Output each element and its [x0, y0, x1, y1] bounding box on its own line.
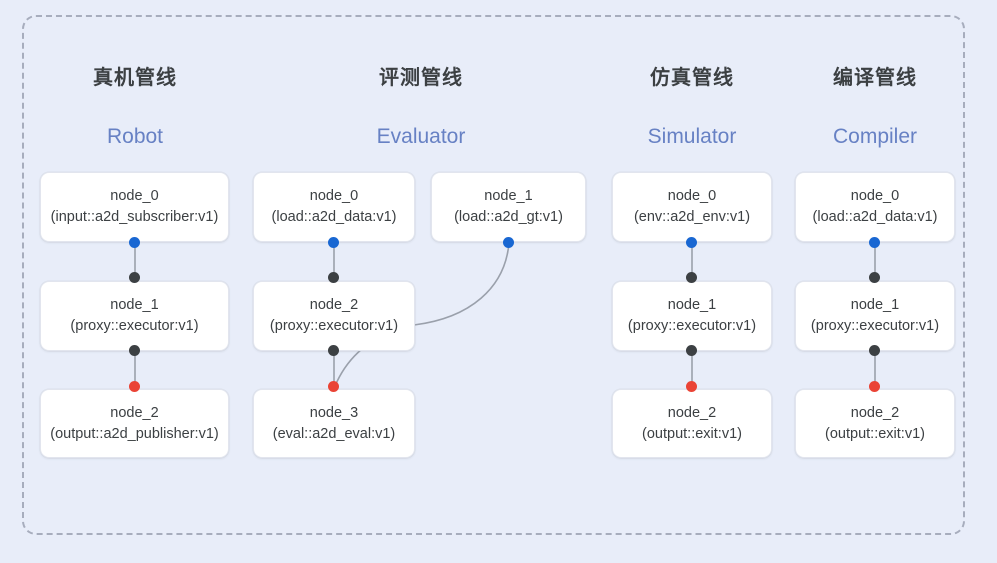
node-name: node_1: [850, 297, 900, 313]
port-output-robot-n1[interactable]: [129, 345, 140, 356]
column-title-cn-simulator: 仿真管线: [650, 67, 734, 89]
port-output-sim-n0[interactable]: [686, 237, 697, 248]
node-sim-n0[interactable]: node_0 (env::a2d_env:v1): [612, 172, 772, 242]
port-output-eval-n2[interactable]: [328, 345, 339, 356]
node-spec: (output::a2d_publisher:v1): [50, 425, 219, 442]
node-name: node_2: [850, 404, 900, 421]
port-input-robot-n2[interactable]: [129, 381, 140, 392]
node-spec: (proxy::executor:v1): [810, 318, 940, 334]
node-spec: (proxy::executor:v1): [269, 318, 399, 334]
column-title-en-robot: Robot: [106, 125, 164, 148]
node-robot-n0[interactable]: node_0 (input::a2d_subscriber:v1): [40, 172, 229, 242]
node-name: node_3: [309, 404, 359, 421]
column-title-en-simulator: Simulator: [647, 125, 737, 148]
column-title-en-compiler: Compiler: [832, 125, 918, 148]
node-name: node_1: [484, 188, 533, 204]
node-eval-n1[interactable]: node_1 (load::a2d_gt:v1): [431, 172, 586, 242]
node-robot-n2[interactable]: node_2 (output::a2d_publisher:v1): [40, 389, 229, 458]
node-spec: (load::a2d_data:v1): [812, 209, 938, 225]
node-spec: (output::exit:v1): [825, 425, 925, 442]
node-spec: (output::exit:v1): [642, 425, 742, 442]
port-output-robot-n0[interactable]: [129, 237, 140, 248]
port-output-sim-n1[interactable]: [686, 345, 697, 356]
node-spec: (proxy::executor:v1): [627, 318, 757, 334]
column-title-cn-evaluator: 评测管线: [379, 67, 463, 89]
node-spec: (env::a2d_env:v1): [633, 209, 751, 225]
port-input-robot-n1[interactable]: [129, 272, 140, 283]
node-spec: (input::a2d_subscriber:v1): [50, 209, 219, 225]
port-input-eval-n3[interactable]: [328, 381, 339, 392]
node-comp-n2[interactable]: node_2 (output::exit:v1): [795, 389, 955, 458]
column-title-en-evaluator: Evaluator: [376, 125, 466, 148]
column-title-cn-compiler: 编译管线: [833, 67, 917, 89]
node-name: node_0: [110, 188, 159, 204]
node-sim-n1[interactable]: node_1 (proxy::executor:v1): [612, 281, 772, 351]
port-input-comp-n2[interactable]: [869, 381, 880, 392]
edge-eval-executor-to-eval: [334, 348, 363, 387]
node-name: node_0: [850, 188, 900, 204]
node-name: node_2: [309, 297, 359, 313]
node-comp-n1[interactable]: node_1 (proxy::executor:v1): [795, 281, 955, 351]
node-spec: (eval::a2d_eval:v1): [272, 425, 396, 442]
node-name: node_1: [110, 297, 159, 313]
node-spec: (load::a2d_gt:v1): [454, 209, 563, 225]
node-robot-n1[interactable]: node_1 (proxy::executor:v1): [40, 281, 229, 351]
node-sim-n2[interactable]: node_2 (output::exit:v1): [612, 389, 772, 458]
port-input-comp-n1[interactable]: [869, 272, 880, 283]
node-spec: (proxy::executor:v1): [70, 318, 199, 334]
node-name: node_0: [309, 188, 359, 204]
node-name: node_0: [667, 188, 717, 204]
node-eval-n2[interactable]: node_2 (proxy::executor:v1): [253, 281, 415, 351]
edge-eval-gt-to-executor: [413, 242, 510, 326]
node-comp-n0[interactable]: node_0 (load::a2d_data:v1): [795, 172, 955, 242]
port-output-comp-n0[interactable]: [869, 237, 880, 248]
port-input-sim-n1[interactable]: [686, 272, 697, 283]
node-eval-n0[interactable]: node_0 (load::a2d_data:v1): [253, 172, 415, 242]
port-output-eval-n1[interactable]: [503, 237, 514, 248]
port-input-sim-n2[interactable]: [686, 381, 697, 392]
node-name: node_2: [110, 404, 159, 421]
column-title-cn-robot: 真机管线: [93, 67, 177, 89]
node-name: node_1: [667, 297, 717, 313]
node-name: node_2: [667, 404, 717, 421]
port-output-eval-n0[interactable]: [328, 237, 339, 248]
port-input-eval-n2[interactable]: [328, 272, 339, 283]
node-spec: (load::a2d_data:v1): [271, 209, 397, 225]
node-eval-n3[interactable]: node_3 (eval::a2d_eval:v1): [253, 389, 415, 458]
port-output-comp-n1[interactable]: [869, 345, 880, 356]
